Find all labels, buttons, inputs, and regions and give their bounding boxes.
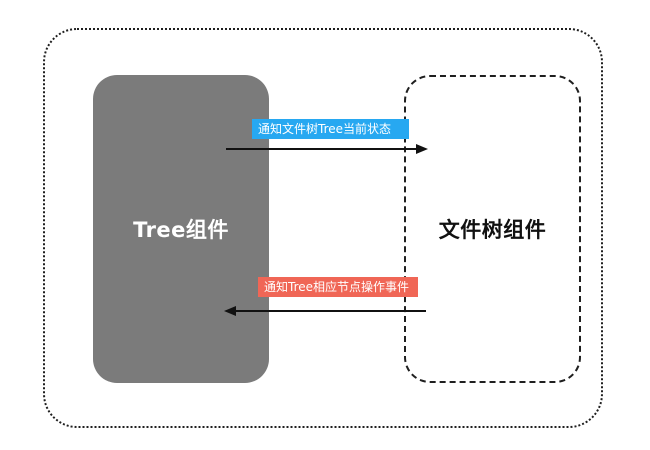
notify-tree-node-event-label: 通知Tree相应节点操作事件: [258, 277, 418, 297]
file-tree-component-label: 文件树组件: [438, 218, 547, 242]
tree-component-box: Tree组件: [93, 75, 269, 383]
file-tree-component-box: 文件树组件: [404, 75, 581, 383]
tree-component-label: Tree组件: [133, 218, 229, 242]
outer-dotted-boundary: [43, 28, 603, 428]
notify-file-tree-state-label: 通知文件树Tree当前状态: [252, 119, 409, 139]
